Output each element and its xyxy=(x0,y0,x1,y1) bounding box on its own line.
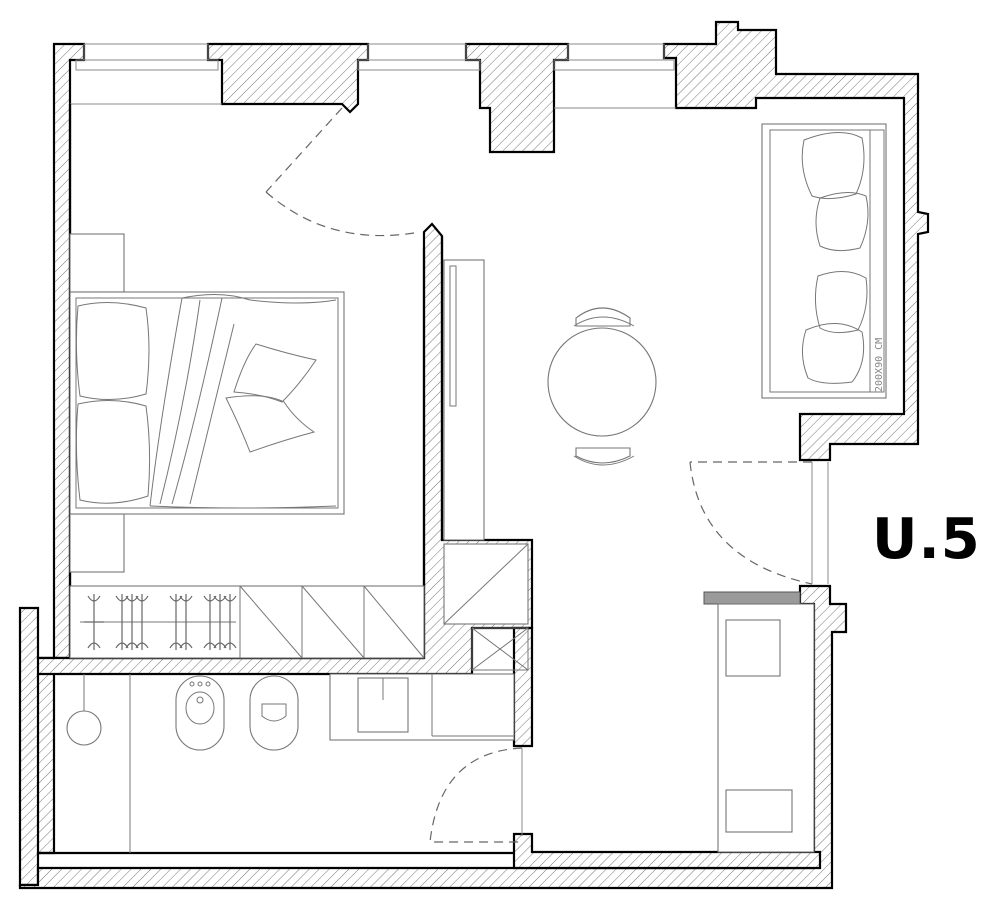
sink xyxy=(725,789,793,833)
bidet xyxy=(175,675,225,751)
door-bathroom xyxy=(429,747,523,843)
sofa-cushion-4 xyxy=(802,323,865,384)
tall-cabinet xyxy=(443,259,485,541)
sofa xyxy=(761,123,887,399)
bedroom xyxy=(69,233,345,573)
nightstand-bottom xyxy=(69,513,125,573)
nightstand-top xyxy=(69,233,125,293)
door-entrance xyxy=(689,461,813,585)
wall-right-upper xyxy=(662,20,930,462)
wall-pier-top-left xyxy=(206,42,370,114)
sofa-cushion-2 xyxy=(815,192,869,252)
toilet xyxy=(249,675,299,751)
stove xyxy=(725,619,781,677)
wall-pier-top-middle xyxy=(464,42,570,154)
bathroom xyxy=(66,673,515,853)
wall-partition-bath-low xyxy=(512,832,822,870)
dining-table xyxy=(547,327,657,437)
cushion-b xyxy=(225,395,316,453)
pillow-top xyxy=(75,301,150,401)
pillow-bottom xyxy=(75,399,151,504)
unit-label: U.5 xyxy=(872,507,981,572)
sofa-dimension-label: 200X90 CM xyxy=(874,338,885,392)
hangers xyxy=(84,594,237,650)
shower-drain xyxy=(66,710,102,746)
living-room: 200X90 CM xyxy=(443,123,887,671)
cushion-a xyxy=(233,343,317,403)
door-bedroom xyxy=(265,107,421,237)
doors xyxy=(265,107,829,843)
wardrobe xyxy=(69,585,425,659)
windows xyxy=(70,43,676,109)
kitchen xyxy=(703,591,815,853)
sofa-cushion-1 xyxy=(801,132,865,200)
chair-bottom xyxy=(575,447,631,464)
double-bed xyxy=(69,291,345,515)
kitchen-counter-top xyxy=(703,591,801,605)
wall-partition-bath xyxy=(512,626,534,748)
